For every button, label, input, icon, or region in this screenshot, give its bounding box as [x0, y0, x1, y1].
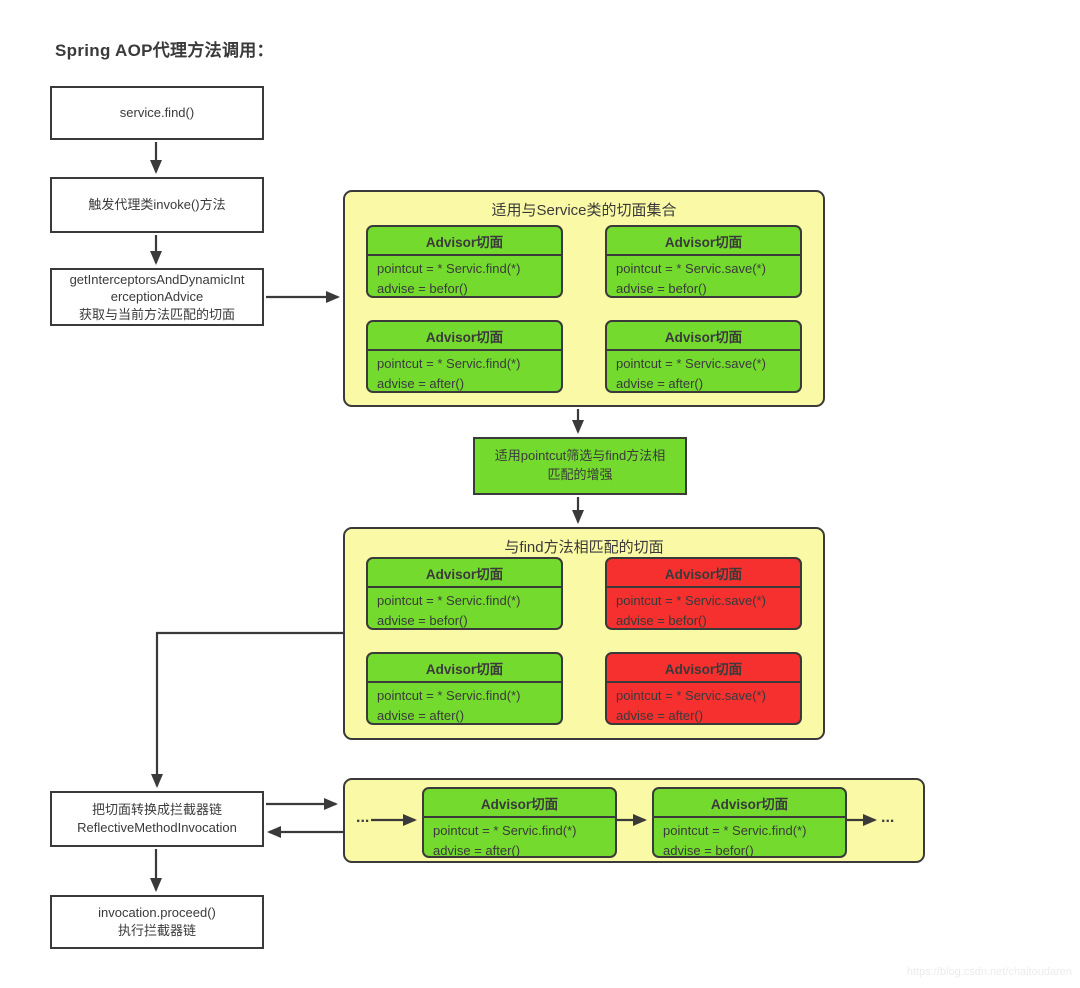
advisor-card: Advisor切面 pointcut = * Servic.find(*) ad… [422, 787, 617, 858]
advisor-card: Advisor切面 pointcut = * Servic.save(*) ad… [605, 652, 802, 725]
advisor-card-title: Advisor切面 [368, 654, 561, 683]
advisor-pointcut: pointcut = * Servic.save(*) [616, 356, 766, 371]
advisor-card-body: pointcut = * Servic.save(*) advise = bef… [607, 588, 800, 629]
flow-box-to-interceptor-chain: 把切面转换成拦截器链 ReflectiveMethodInvocation [50, 791, 264, 847]
advisor-advise: advise = befor() [616, 281, 707, 297]
flow-box-line: getInterceptorsAndDynamicInt [69, 272, 245, 288]
advisor-advise: advise = after() [433, 843, 521, 858]
advisor-card-title: Advisor切面 [607, 227, 800, 256]
advisor-card-title: Advisor切面 [607, 559, 800, 588]
advisor-card-body: pointcut = * Servic.find(*) advise = bef… [368, 588, 561, 629]
advisor-card-body: pointcut = * Servic.find(*) advise = aft… [368, 351, 561, 392]
flow-box-service-find: service.find() [50, 86, 264, 140]
container-find-matched-set: 与find方法相匹配的切面 Advisor切面 pointcut = * Ser… [343, 527, 825, 740]
flow-box-line: 执行拦截器链 [117, 923, 196, 938]
advisor-card-title: Advisor切面 [368, 322, 561, 351]
flow-box-line: invocation.proceed() [98, 905, 216, 921]
flow-box-line: ReflectiveMethodInvocation [77, 820, 237, 835]
arrow-findmatched-to-tochain [151, 631, 343, 788]
advisor-advise: advise = after() [616, 376, 704, 392]
advisor-advise: advise = after() [616, 708, 704, 724]
flow-box-line: 把切面转换成拦截器链 [91, 802, 222, 818]
advisor-grid: Advisor切面 pointcut = * Servic.find(*) ad… [366, 225, 802, 393]
advisor-card-title: Advisor切面 [368, 227, 561, 256]
advisor-card-body: pointcut = * Servic.find(*) advise = bef… [368, 256, 561, 297]
advisor-card-body: pointcut = * Servic.find(*) advise = bef… [654, 818, 845, 858]
flow-box-line: 获取与当前方法匹配的切面 [78, 306, 235, 322]
container-title: 适用与Service类的切面集合 [491, 202, 677, 219]
advisor-pointcut: pointcut = * Servic.find(*) [663, 823, 807, 838]
flow-box-line: erceptionAdvice [110, 289, 204, 305]
advisor-pointcut: pointcut = * Servic.find(*) [377, 688, 521, 703]
advisor-advise: advise = after() [377, 376, 465, 392]
advisor-pointcut: pointcut = * Servic.find(*) [377, 261, 521, 276]
advisor-pointcut: pointcut = * Servic.find(*) [377, 356, 521, 371]
flow-box-invocation-proceed: invocation.proceed() 执行拦截器链 [50, 895, 264, 949]
advisor-advise: advise = befor() [377, 613, 468, 629]
flow-box-label: 触发代理类invoke()方法 [88, 197, 226, 213]
advisor-card-title: Advisor切面 [607, 322, 800, 351]
watermark: https://blog.csdn.net/chaitoudaren [906, 966, 1072, 978]
container-interceptor-chain: ... Advisor切面 pointcut = * Servic.find(*… [343, 778, 925, 863]
advisor-card: Advisor切面 pointcut = * Servic.find(*) ad… [366, 652, 563, 725]
advisor-card: Advisor切面 pointcut = * Servic.save(*) ad… [605, 320, 802, 393]
advisor-advise: advise = after() [377, 708, 465, 724]
pointcut-filter-box: 适用pointcut筛选与find方法相 匹配的增强 [473, 437, 687, 495]
container-service-aspect-set: 适用与Service类的切面集合 Advisor切面 pointcut = * … [343, 190, 825, 407]
advisor-card-body: pointcut = * Servic.find(*) advise = aft… [368, 683, 561, 724]
advisor-grid: Advisor切面 pointcut = * Servic.find(*) ad… [366, 557, 802, 725]
advisor-card-body: pointcut = * Servic.find(*) advise = aft… [424, 818, 615, 858]
advisor-pointcut: pointcut = * Servic.find(*) [377, 593, 521, 608]
advisor-pointcut: pointcut = * Servic.save(*) [616, 261, 766, 276]
advisor-card: Advisor切面 pointcut = * Servic.save(*) ad… [605, 557, 802, 630]
advisor-card-body: pointcut = * Servic.save(*) advise = aft… [607, 683, 800, 724]
flow-box-invoke: 触发代理类invoke()方法 [50, 177, 264, 233]
advisor-pointcut: pointcut = * Servic.save(*) [616, 688, 766, 703]
chain-ellipsis-left: ... [356, 809, 370, 826]
flow-box-get-interceptors: getInterceptorsAndDynamicInt erceptionAd… [50, 268, 264, 326]
advisor-card-title: Advisor切面 [607, 654, 800, 683]
advisor-pointcut: pointcut = * Servic.save(*) [616, 593, 766, 608]
advisor-card-title: Advisor切面 [654, 789, 845, 818]
advisor-advise: advise = befor() [377, 281, 468, 297]
advisor-card-body: pointcut = * Servic.save(*) advise = aft… [607, 351, 800, 392]
advisor-card: Advisor切面 pointcut = * Servic.find(*) ad… [652, 787, 847, 858]
advisor-card-body: pointcut = * Servic.save(*) advise = bef… [607, 256, 800, 297]
advisor-card: Advisor切面 pointcut = * Servic.find(*) ad… [366, 320, 563, 393]
page-title: Spring AOP代理方法调用： [55, 41, 274, 60]
advisor-card: Advisor切面 pointcut = * Servic.find(*) ad… [366, 225, 563, 298]
chain-ellipsis-right: ... [881, 809, 895, 826]
flow-box-label: service.find() [119, 105, 195, 121]
advisor-advise: advise = befor() [663, 843, 754, 858]
filter-box-line: 匹配的增强 [547, 467, 613, 482]
advisor-card-title: Advisor切面 [424, 789, 615, 818]
advisor-card: Advisor切面 pointcut = * Servic.find(*) ad… [366, 557, 563, 630]
advisor-card-title: Advisor切面 [368, 559, 561, 588]
advisor-pointcut: pointcut = * Servic.find(*) [433, 823, 577, 838]
container-title: 与find方法相匹配的切面 [504, 539, 664, 556]
advisor-advise: advise = befor() [616, 613, 707, 629]
advisor-card: Advisor切面 pointcut = * Servic.save(*) ad… [605, 225, 802, 298]
filter-box-line: 适用pointcut筛选与find方法相 [494, 448, 666, 464]
